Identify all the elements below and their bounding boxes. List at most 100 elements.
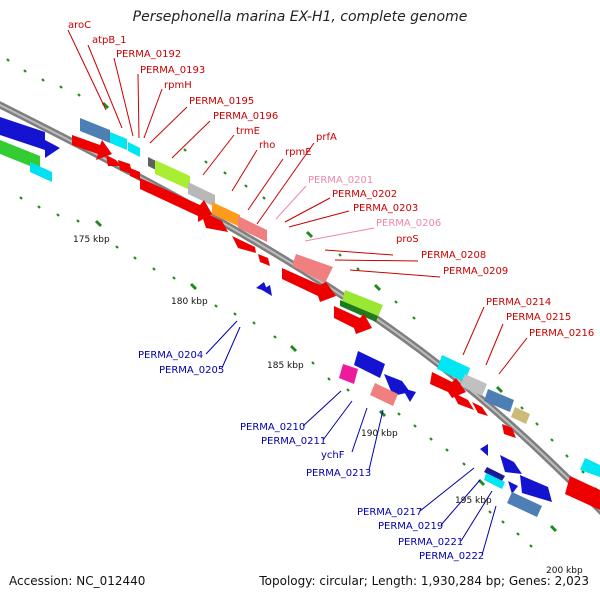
gene-arrow-reverse [402, 388, 416, 402]
gene-box-navy [484, 467, 505, 481]
gene-box-orange [212, 202, 240, 227]
gene-label[interactable]: PERMA_0209 [443, 266, 508, 277]
gene-arrow-reverse [45, 140, 60, 158]
reverse-gene-labels: PERMA_0204 PERMA_0205 PERMA_0210 PERMA_0… [138, 350, 484, 562]
gene-label[interactable]: PERMA_0222 [419, 551, 484, 562]
gene-arrow-forward [118, 160, 132, 174]
gene-label[interactable]: aroC [68, 20, 91, 31]
gene-box-cyan [30, 162, 52, 182]
gene-arrow-forward [282, 268, 336, 302]
gene-label[interactable]: PERMA_0193 [140, 65, 205, 76]
gene-box-cyan [580, 458, 600, 477]
gene-box-steelblue [507, 492, 542, 517]
gene-features-forward [72, 118, 600, 510]
gene-arrow-forward [258, 254, 270, 266]
gene-label[interactable]: PERMA_0205 [159, 365, 224, 376]
faded-label-leaders [275, 185, 375, 242]
gene-box-steelblue [484, 389, 514, 412]
tick-marks-inner [19, 196, 533, 548]
gene-arrow-reverse [480, 444, 488, 456]
gene-features-reverse [256, 282, 552, 517]
tick-marks-outer [6, 58, 598, 491]
gene-label[interactable]: PERMA_0201 [308, 175, 373, 186]
gene-label[interactable]: PERMA_0203 [353, 203, 418, 214]
map-title: Persephonella marina EX-H1, complete gen… [132, 9, 468, 25]
gene-arrow-forward [565, 476, 600, 510]
gene-label[interactable]: PERMA_0210 [240, 422, 305, 433]
tick-label-175: 175 kbp [73, 235, 110, 245]
genome-summary: Topology: circular; Length: 1,930,284 bp… [259, 574, 589, 588]
gene-arrow-forward [502, 424, 516, 438]
tick-label-180: 180 kbp [171, 297, 208, 307]
gene-box-darkgray [148, 157, 156, 170]
gene-label[interactable]: PERMA_0195 [189, 96, 254, 107]
major-ticks [94, 101, 558, 533]
gene-arrow-forward [140, 178, 212, 222]
gene-arrow-forward [472, 402, 488, 416]
gene-box-cyan [484, 473, 505, 489]
gene-arrow-forward [430, 372, 466, 398]
gene-arrow-forward [200, 210, 228, 232]
accession-label: Accession: NC_012440 [9, 574, 146, 588]
gene-label[interactable]: atpB_1 [92, 35, 127, 46]
gene-arrow-forward [334, 306, 372, 334]
gene-arrow-reverse [262, 285, 272, 296]
gene-arrow-forward [106, 155, 120, 166]
gene-arrow-forward [452, 392, 474, 410]
forward-label-leaders [67, 29, 528, 375]
gene-label[interactable]: prfA [316, 132, 337, 143]
gene-label[interactable]: PERMA_0221 [398, 537, 463, 548]
gene-box-cyan [437, 355, 470, 382]
gene-label[interactable]: PERMA_0214 [486, 297, 551, 308]
gene-arrow-reverse [354, 351, 385, 378]
gene-box-khaki [511, 407, 530, 424]
gene-label[interactable]: PERMA_0202 [332, 189, 397, 200]
gene-label[interactable]: proS [396, 234, 419, 245]
gene-box-lime [155, 160, 190, 190]
gene-box-lime [342, 290, 383, 317]
gene-label[interactable]: PERMA_0217 [357, 507, 422, 518]
gene-box-salmon [292, 254, 333, 283]
gene-label[interactable]: PERMA_0213 [306, 468, 371, 479]
gene-label[interactable]: PERMA_0204 [138, 350, 203, 361]
gene-arrow-reverse [0, 117, 45, 150]
gene-label[interactable]: PERMA_0192 [116, 49, 181, 60]
tick-label-195: 195 kbp [455, 496, 492, 506]
kbp-tick-labels: 175 kbp 180 kbp 185 kbp 190 kbp 195 kbp … [73, 235, 583, 576]
gene-arrow-forward [72, 135, 112, 160]
gene-features-left [0, 117, 60, 182]
reverse-label-leaders [205, 320, 497, 556]
gene-arrow-reverse [508, 481, 518, 494]
gene-box-cyan [110, 132, 127, 150]
gene-box-steelblue [80, 118, 110, 143]
gene-label[interactable]: PERMA_0206 [376, 218, 441, 229]
tick-label-200: 200 kbp [546, 566, 583, 576]
gene-label[interactable]: PERMA_0216 [529, 328, 594, 339]
gene-box-silver [460, 374, 487, 396]
gene-label[interactable]: PERMA_0196 [213, 111, 278, 122]
gene-label[interactable]: rpmH [164, 80, 192, 91]
gene-label[interactable]: PERMA_0211 [261, 436, 326, 447]
gene-box-darkgreen [340, 300, 378, 322]
gene-arrow-forward [232, 236, 256, 253]
gene-arrow-reverse [520, 475, 552, 502]
gene-box-magenta [339, 364, 358, 384]
gene-label[interactable]: PERMA_0215 [506, 312, 571, 323]
gene-label[interactable]: PERMA_0208 [421, 250, 486, 261]
gene-label[interactable]: rho [259, 140, 275, 151]
gene-label[interactable]: trmE [236, 126, 260, 137]
gene-label[interactable]: ychF [321, 450, 345, 461]
gene-label[interactable]: rpmE [285, 147, 312, 158]
gene-box-silver [188, 182, 215, 207]
gene-box-cyan [128, 142, 140, 157]
gene-box-salmon [238, 216, 267, 242]
forward-gene-labels: aroC atpB_1 PERMA_0192 PERMA_0193 rpmH P… [68, 20, 594, 339]
gene-box-salmon [370, 383, 398, 406]
tick-label-185: 185 kbp [267, 361, 304, 371]
gene-arrow-forward [130, 168, 140, 180]
tick-label-190: 190 kbp [361, 429, 398, 439]
gene-arrow-reverse [500, 455, 522, 474]
gene-label[interactable]: PERMA_0219 [378, 521, 443, 532]
